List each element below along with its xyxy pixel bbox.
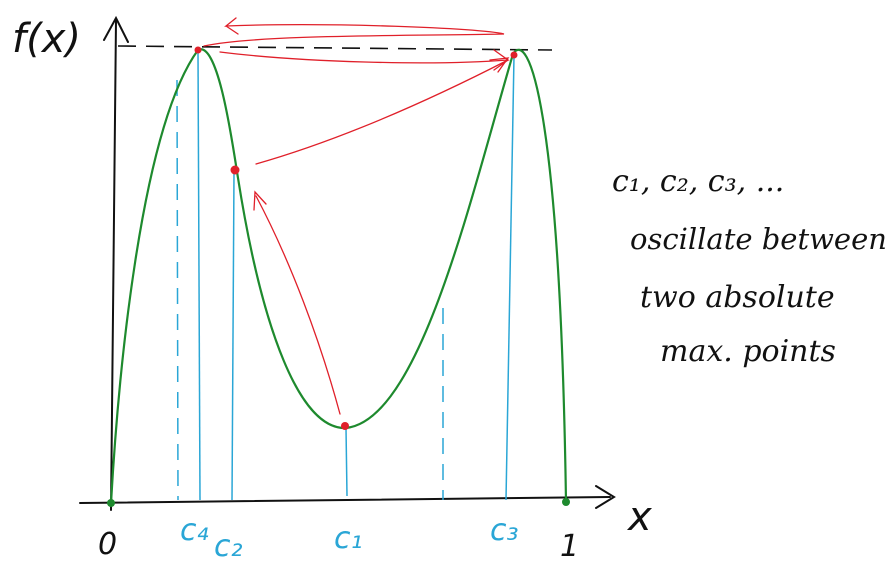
max-level-dashed-line [117,45,553,51]
origin-point [107,499,115,507]
note-line-3: two absolute [640,280,835,315]
max-point-left [194,46,202,54]
guide-c3 [505,55,515,501]
label-c3: c₃ [490,513,519,548]
label-c4: c₄ [180,513,209,548]
arrow-c2-to-c3 [255,59,509,165]
one-point [562,498,570,506]
axes [79,15,616,511]
guide-lines [197,51,515,501]
function-curve [109,48,568,505]
arrowhead-c3 [489,57,510,73]
y-axis-label: f(x) [12,16,81,62]
tick-label-1: 1 [560,529,579,564]
label-c1: c₁ [334,521,363,556]
guide-c4 [197,51,201,501]
c1-point [341,422,349,430]
x-axis [79,496,611,504]
note-line-4: max. points [660,334,836,369]
arrow-top-loop [203,17,505,47]
dashed-guide-lines [176,79,444,501]
x-axis-label: x [626,494,652,540]
y-axis [110,19,117,511]
tick-label-0: 0 [98,527,117,562]
iteration-arrows [203,17,510,415]
note-line-1: c₁, c₂, c₃, ... [612,164,785,199]
max-point-right [510,51,518,59]
y-axis-arrowhead [103,15,129,43]
arrow-c1-to-c2 [255,195,341,415]
x-axis-arrowhead [595,485,616,509]
arrow-top-return [219,49,510,71]
label-c2: c₂ [214,529,243,564]
guide-c1 [345,427,348,497]
arrowhead-c2 [253,190,267,211]
dashed-guide-left [176,79,179,501]
guide-c2 [231,171,235,501]
points [107,46,570,507]
c2-point [230,165,240,175]
note-line-2: oscillate between [630,222,887,256]
